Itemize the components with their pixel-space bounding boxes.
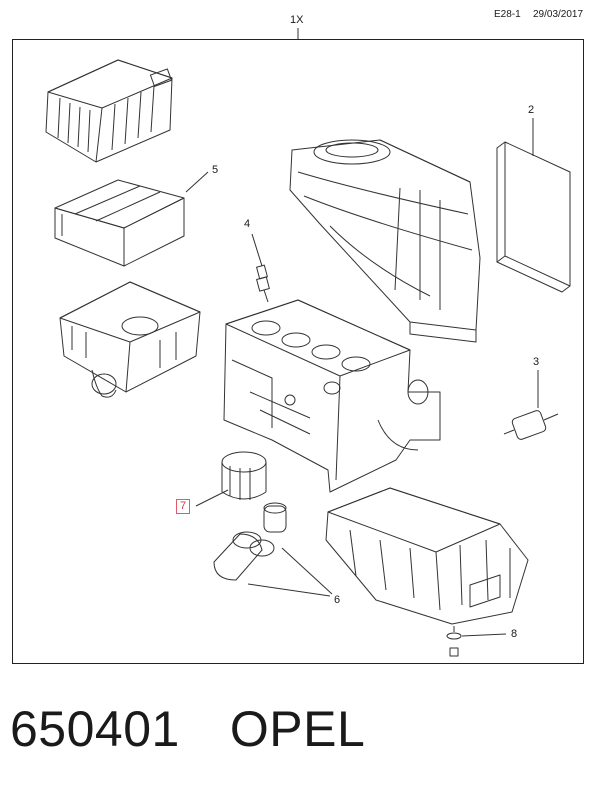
air-filter-element-drawing: [54, 179, 185, 267]
part-caption: 650401 OPEL: [10, 700, 365, 758]
callout-5: 5: [212, 164, 219, 176]
leader-line-5: [185, 171, 209, 193]
leader-line-7: [195, 489, 229, 507]
fuel-filter-drawing: [503, 410, 559, 440]
callout-7-highlighted[interactable]: 7: [176, 499, 191, 514]
oil-filter-drawing: [221, 451, 267, 500]
spark-plug-drawing: [251, 233, 270, 303]
brand-name: OPEL: [229, 701, 366, 757]
quantity-label: 1X: [290, 14, 304, 26]
leader-line-8: [461, 633, 507, 637]
diagram-date: 29/03/2017: [533, 9, 584, 20]
engine-block-drawing: [223, 299, 441, 493]
drain-plug-drawing: [446, 626, 462, 657]
callout-3: 3: [533, 356, 540, 368]
callout-2: 2: [528, 104, 535, 116]
air-box-lower-drawing: [59, 281, 201, 398]
diagram-frame: [12, 39, 584, 664]
callout-6: 6: [334, 594, 341, 606]
oil-filter-element-drawing: [213, 502, 287, 581]
air-box-lid-drawing: [45, 59, 173, 163]
diagram-reference: E28-1: [494, 9, 521, 20]
leader-line-6b: [281, 547, 333, 595]
part-number: 650401: [10, 701, 180, 757]
callout-4: 4: [244, 218, 251, 230]
oil-pan-drawing: [325, 487, 529, 625]
cabin-filter-drawing: [496, 141, 571, 293]
leader-line-6a: [247, 583, 331, 597]
intake-manifold-drawing: [289, 139, 481, 343]
callout-8: 8: [511, 628, 518, 640]
